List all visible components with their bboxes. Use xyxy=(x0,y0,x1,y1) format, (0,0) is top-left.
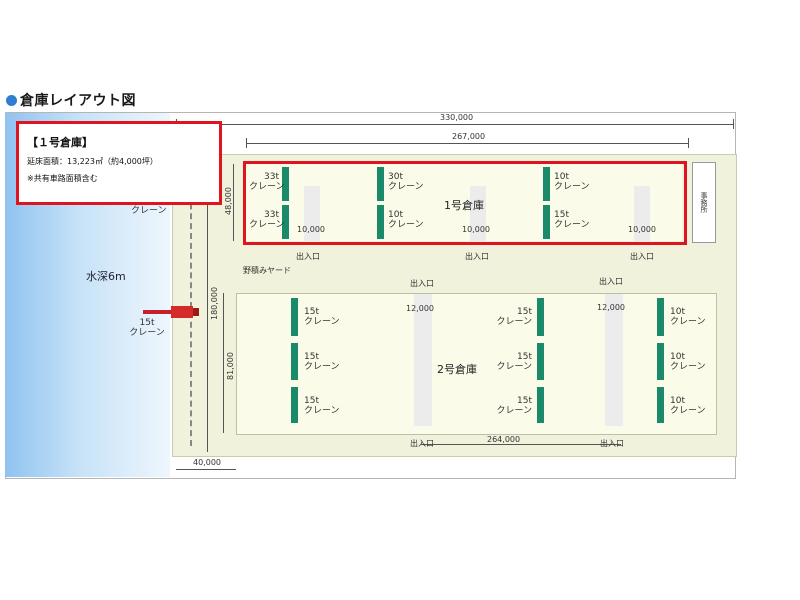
warehouse-1-label: 1号倉庫 xyxy=(444,199,484,212)
dim-aisle-1: 10,000 xyxy=(297,225,325,234)
page-heading: 倉庫レイアウト図 xyxy=(6,90,136,110)
wh1-aisle xyxy=(470,186,486,241)
dim-line-wh1 xyxy=(246,143,688,144)
wh1-aisle xyxy=(304,186,320,241)
gate-label: 出入口 xyxy=(600,439,624,448)
wh2-aisle xyxy=(605,294,623,426)
crane-bar xyxy=(291,387,298,423)
dim-aisle-2: 10,000 xyxy=(462,225,490,234)
wh2-aisle xyxy=(414,294,432,426)
crane-bar xyxy=(377,167,384,201)
dim-aisle-3: 10,000 xyxy=(628,225,656,234)
callout-title: 【１号倉庫】 xyxy=(27,136,93,149)
dim-wh1-width: 267,000 xyxy=(452,132,486,141)
warehouse-1-highlight xyxy=(243,161,687,245)
dim-aisle-5: 12,000 xyxy=(597,303,625,312)
warehouse-1-callout: 【１号倉庫】 延床面積：13,223㎡（約4,000坪） ※共有車路面積含む xyxy=(16,121,222,205)
crane-bar xyxy=(282,205,289,239)
dim-line-wh2-depth xyxy=(223,293,224,433)
quay-crane-icon xyxy=(143,304,199,318)
dim-wh2-width: 264,000 xyxy=(487,435,521,444)
crane-bar xyxy=(543,167,550,201)
dim-aisle-4: 12,000 xyxy=(406,304,434,313)
bullet-dot-icon xyxy=(6,94,17,106)
dim-quay: 40,000 xyxy=(193,458,221,467)
gate-label: 出入口 xyxy=(410,439,434,448)
gate-label: 出入口 xyxy=(630,252,654,261)
dim-tick xyxy=(688,138,689,148)
dim-tick xyxy=(733,119,734,129)
dim-tick xyxy=(246,138,247,148)
gate-label: 出入口 xyxy=(465,252,489,261)
callout-note: ※共有車路面積含む xyxy=(27,174,98,183)
page-title: 倉庫レイアウト図 xyxy=(20,93,136,109)
crane-bar xyxy=(291,298,298,336)
dim-line-quay xyxy=(176,469,236,470)
crane-bar xyxy=(377,205,384,239)
crane-bar xyxy=(537,298,544,336)
water-depth-label: 水深6m xyxy=(86,270,126,283)
crane-bar xyxy=(657,343,664,380)
dim-site-depth: 180,000 xyxy=(210,286,219,320)
gate-label: 出入口 xyxy=(410,279,434,288)
callout-area: 延床面積：13,223㎡（約4,000坪） xyxy=(27,157,158,166)
crane-bar xyxy=(537,343,544,380)
wh1-aisle xyxy=(634,186,650,241)
gate-label: 出入口 xyxy=(296,252,320,261)
dim-line-wh2-width xyxy=(421,444,621,445)
quay-crane-partial-label: クレーン xyxy=(131,206,167,216)
dim-wh2-depth: 81,000 xyxy=(226,352,235,380)
rail-line xyxy=(190,164,192,446)
dim-line-site-depth xyxy=(207,164,208,452)
crane-bar xyxy=(543,205,550,239)
warehouse-2-label: 2号倉庫 xyxy=(437,363,477,376)
dim-total-width: 330,000 xyxy=(440,113,474,122)
warehouse-2 xyxy=(236,293,717,435)
dim-line-total xyxy=(176,124,734,125)
crane-bar xyxy=(282,167,289,201)
crane-bar xyxy=(657,387,664,423)
gate-label: 出入口 xyxy=(599,277,623,286)
crane-bar xyxy=(657,298,664,336)
dim-wh1-depth: 48,000 xyxy=(224,187,233,215)
yard-label: 野積みヤード xyxy=(243,266,291,275)
crane-bar xyxy=(291,343,298,380)
crane-bar xyxy=(537,387,544,423)
office-building: 事務所 xyxy=(692,162,716,243)
dim-line-wh1-depth xyxy=(233,164,234,241)
